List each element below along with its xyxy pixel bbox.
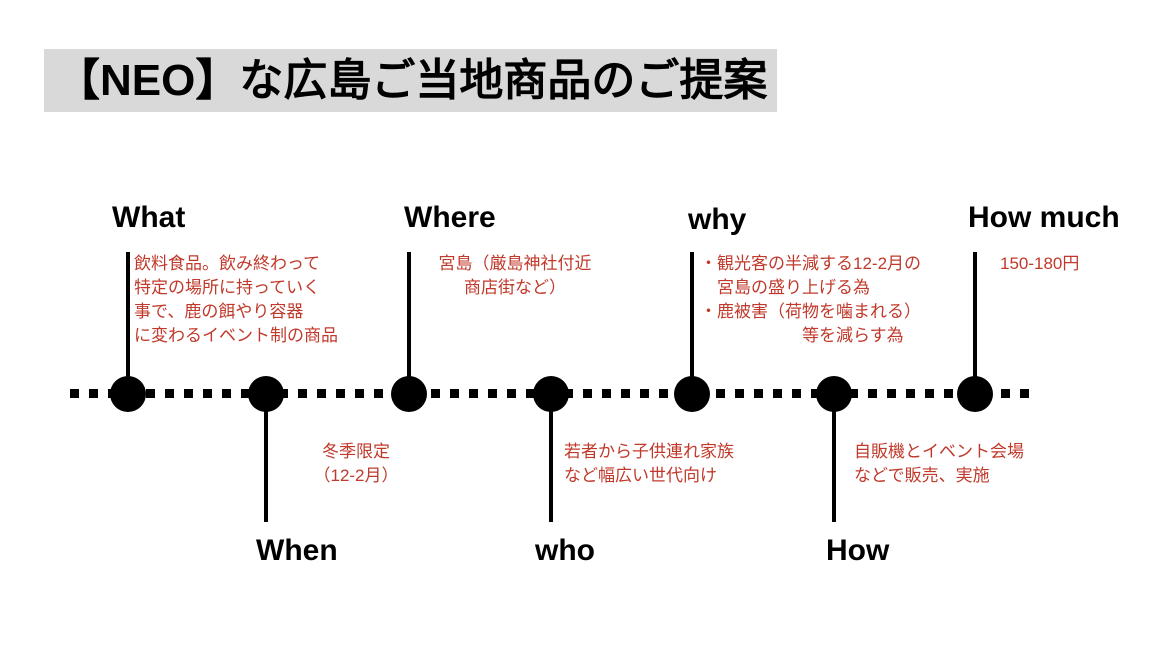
stem-where [407, 252, 411, 394]
stem-who [549, 394, 553, 522]
node-dot-where[interactable] [391, 376, 427, 412]
node-text-how-much: 150-180円 [1000, 254, 1080, 273]
node-text-how: 自販機とイベント会場 などで販売、実施 [854, 442, 1024, 486]
slide-title-band: 【NEO】な広島ご当地商品のご提案 [44, 49, 778, 112]
node-label-what: What [112, 201, 186, 234]
node-label-when: When [256, 534, 338, 567]
node-dot-how-much[interactable] [957, 376, 993, 412]
node-dot-when[interactable] [248, 376, 284, 412]
stem-when [264, 394, 268, 522]
node-label-how: How [826, 534, 890, 567]
node-dot-why[interactable] [674, 376, 710, 412]
node-text-who: 若者から子供連れ家族 など幅広い世代向け [564, 442, 734, 486]
node-text-what: 飲料食品。飲み終わって 特定の場所に持っていく 事で、鹿の餌やり容器 に変わるイ… [134, 254, 338, 346]
node-label-how-much: How much [968, 201, 1120, 234]
stem-what [126, 252, 130, 394]
node-text-where: 宮島（厳島神社付近 商店街など） [438, 254, 592, 298]
stem-how-much [973, 252, 977, 394]
page-title: 【NEO】な広島ご当地商品のご提案 [56, 55, 768, 105]
node-dot-what[interactable] [110, 376, 146, 412]
stem-how [832, 394, 836, 522]
stem-why [690, 252, 694, 394]
node-dot-how[interactable] [816, 376, 852, 412]
node-text-why: ・観光客の半減する12-2月の 宮島の盛り上げる為 ・鹿被害（荷物を噛まれる） … [700, 254, 922, 346]
node-label-who: who [535, 534, 595, 567]
node-text-when: 冬季限定 （12-2月） [313, 442, 399, 486]
node-label-where: Where [404, 201, 496, 234]
node-dot-who[interactable] [533, 376, 569, 412]
node-label-why: why [688, 203, 747, 236]
